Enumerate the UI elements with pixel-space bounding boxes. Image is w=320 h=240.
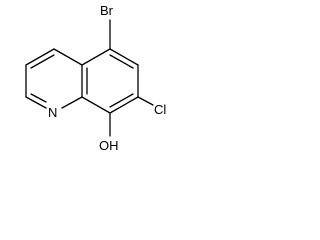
bromine-label: Br bbox=[100, 3, 114, 18]
bond-c7-c8-inner bbox=[109, 93, 134, 108]
bonds bbox=[25, 19, 154, 137]
atom-labels: Br Cl N OH bbox=[48, 3, 166, 153]
chemical-structure: Br Cl N OH bbox=[25, 3, 166, 153]
bond-c4-c3-inner bbox=[30, 54, 55, 69]
bond-c6-c6-inner bbox=[109, 54, 134, 69]
bond-c8-c8a bbox=[81, 96, 111, 114]
chlorine-label: Cl bbox=[154, 102, 166, 117]
bond-c5-c6 bbox=[109, 48, 139, 66]
nitrogen-label: N bbox=[48, 105, 57, 120]
bond-c2-n1-inner bbox=[30, 93, 47, 103]
bond-c2-n1 bbox=[25, 96, 47, 109]
bond-c7-c8 bbox=[109, 96, 139, 114]
hydroxyl-label: OH bbox=[99, 138, 119, 153]
bond-c7-cl bbox=[137, 96, 154, 106]
bond-c4a-c5 bbox=[81, 48, 111, 66]
bond-c4a-c4 bbox=[53, 48, 83, 66]
bond-n1-c8a bbox=[61, 96, 83, 109]
bond-c4-c3 bbox=[25, 48, 55, 66]
